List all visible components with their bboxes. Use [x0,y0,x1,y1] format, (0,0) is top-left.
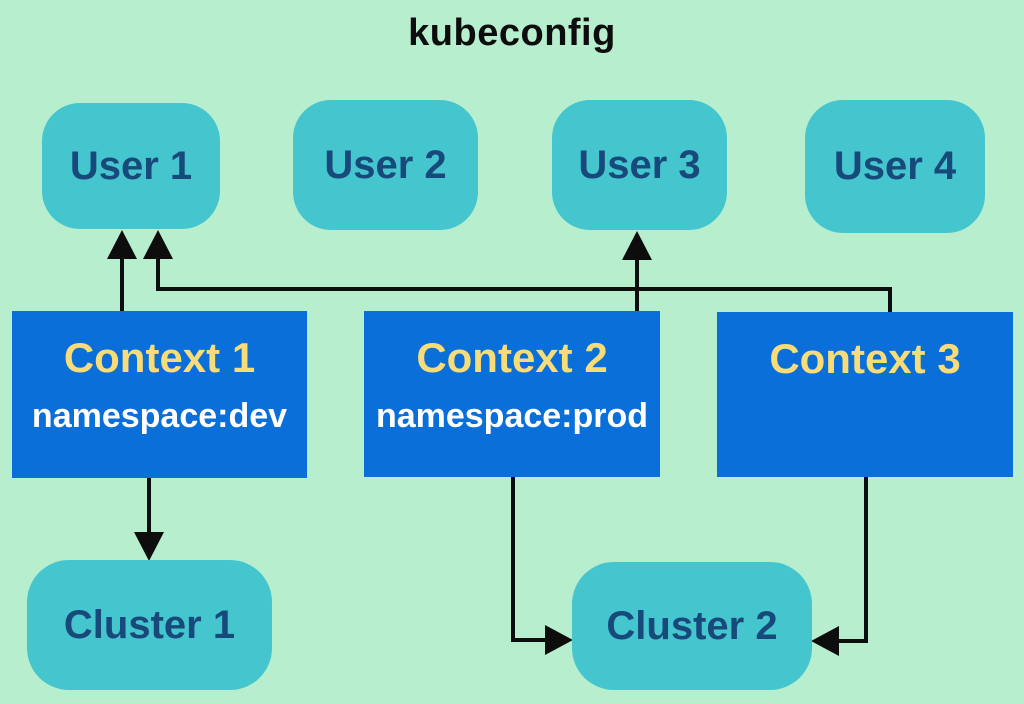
node-user-4-label: User 4 [833,144,957,188]
node-user-1-label: User 1 [69,143,193,188]
node-context-1: Context 1 namespace:dev [12,311,307,478]
node-cluster-2-label: Cluster 2 [606,603,778,648]
node-user-2-label: User 2 [324,142,447,187]
edge-context1-to-cluster1 [134,478,164,561]
node-cluster-2: Cluster 2 [572,562,812,690]
node-context-1-namespace: namespace:dev [31,397,288,435]
node-user-2: User 2 [293,100,478,230]
node-user-3: User 3 [552,100,727,230]
node-cluster-1: Cluster 1 [27,560,272,690]
edge-context2-to-cluster2 [511,477,573,655]
node-user-4: User 4 [805,100,985,233]
edge-context1-to-user1 [107,230,137,311]
node-context-3-title: Context 3 [769,335,961,382]
node-cluster-1-label: Cluster 1 [63,602,236,647]
node-context-2-namespace: namespace:prod [375,397,649,435]
edge-context2-to-user3 [622,231,652,311]
edge-context3-to-user1 [143,230,892,314]
node-context-2-title: Context 2 [416,334,608,381]
diagram-title: kubeconfig [408,12,616,54]
node-context-2: Context 2 namespace:prod [364,311,660,477]
node-user-3-label: User 3 [578,142,701,187]
node-context-3: Context 3 [717,312,1013,477]
node-context-1-title: Context 1 [63,334,256,381]
node-user-1: User 1 [42,103,220,229]
edge-context3-to-cluster2 [811,477,868,656]
